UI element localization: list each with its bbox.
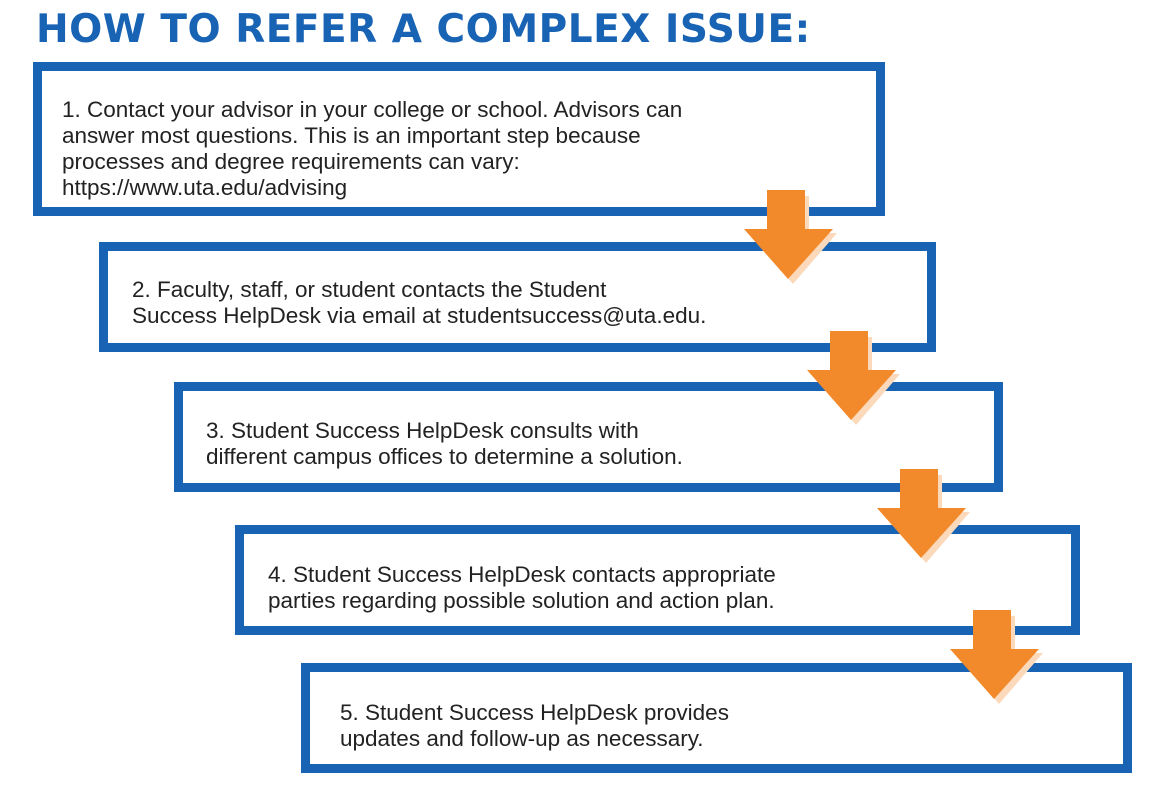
step-box-1: 1. Contact your advisor in your college …: [33, 62, 885, 216]
page-title: HOW TO REFER A COMPLEX ISSUE:: [36, 7, 811, 52]
step-text-1: 1. Contact your advisor in your college …: [62, 97, 683, 200]
step-text-2: 2. Faculty, staff, or student contacts t…: [132, 277, 707, 328]
arrow-down-icon: [877, 469, 970, 563]
step-text-5: 5. Student Success HelpDesk provides upd…: [340, 700, 729, 751]
step-text-4: 4. Student Success HelpDesk contacts app…: [268, 562, 776, 613]
arrow-down-icon: [744, 190, 837, 284]
step-text-3: 3. Student Success HelpDesk consults wit…: [206, 418, 683, 469]
step-box-3: 3. Student Success HelpDesk consults wit…: [174, 382, 1003, 492]
arrow-down-icon: [950, 610, 1043, 704]
arrow-down-icon: [807, 331, 900, 425]
